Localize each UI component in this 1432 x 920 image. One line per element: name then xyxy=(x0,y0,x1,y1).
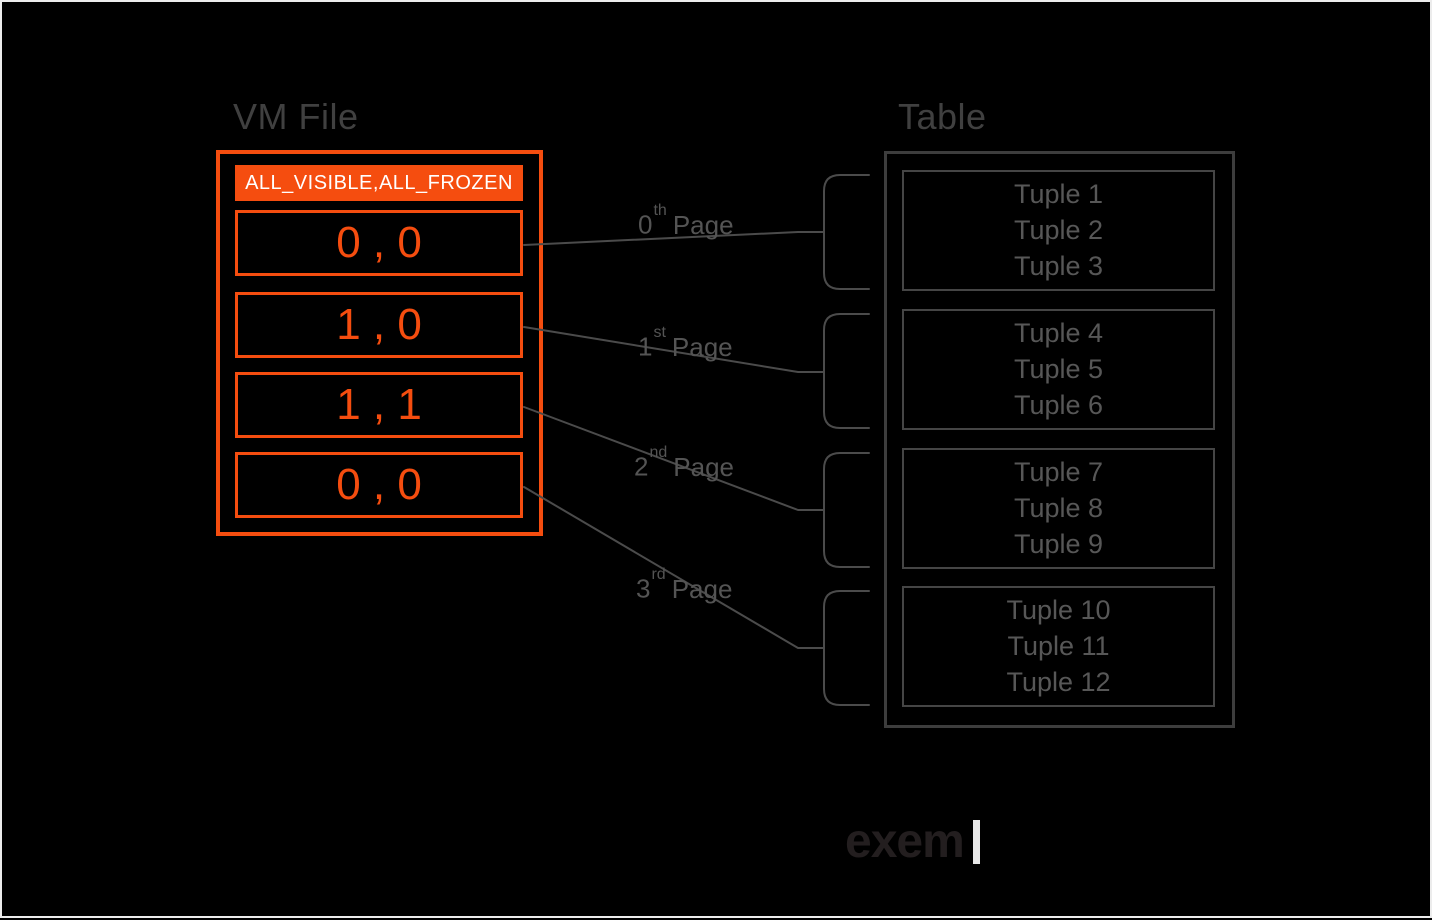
tuple-row: Tuple 5 xyxy=(1013,354,1104,384)
tuple-row: Tuple 6 xyxy=(1013,390,1104,420)
tuple-row: Tuple 7 xyxy=(1013,457,1104,487)
tuple-row: Tuple 4 xyxy=(1013,318,1104,348)
page-label-number: 0 xyxy=(638,209,653,240)
tuple-row: Tuple 10 xyxy=(1006,595,1111,625)
page-label-1: 1st Page xyxy=(638,324,733,362)
page-label-number: 3 xyxy=(636,573,651,604)
tuple-group-0: Tuple 1 Tuple 2 Tuple 3 xyxy=(902,170,1215,291)
page-label-ordinal: nd xyxy=(649,444,668,461)
tuple-row: Tuple 3 xyxy=(1013,251,1104,281)
vm-flags-header: ALL_VISIBLE,ALL_FROZEN xyxy=(235,165,523,201)
tuple-group-1: Tuple 4 Tuple 5 Tuple 6 xyxy=(902,309,1215,430)
exem-logo: exem xyxy=(845,818,980,866)
tuple-row: Tuple 1 xyxy=(1013,179,1104,209)
tuple-group-2: Tuple 7 Tuple 8 Tuple 9 xyxy=(902,448,1215,569)
tuple-row: Tuple 2 xyxy=(1013,215,1104,245)
bracket-2 xyxy=(823,452,870,568)
tuple-row: Tuple 9 xyxy=(1013,529,1104,559)
page-label-ordinal: rd xyxy=(651,566,666,583)
bracket-0 xyxy=(823,174,870,290)
page-label-number: 2 xyxy=(634,451,649,482)
page-label-0: 0th Page xyxy=(638,202,734,240)
vm-file-title: VM File xyxy=(233,96,359,137)
vm-file-box: ALL_VISIBLE,ALL_FROZEN 0 , 0 1 , 0 1 , 1… xyxy=(216,150,543,536)
page-label-word: Page xyxy=(671,573,733,604)
exem-logo-text: exem xyxy=(845,815,965,868)
bracket-3 xyxy=(823,590,870,706)
page-label-word: Page xyxy=(672,209,734,240)
bracket-1 xyxy=(823,313,870,429)
page-label-ordinal: th xyxy=(653,202,667,219)
table-box: Tuple 1 Tuple 2 Tuple 3 Tuple 4 Tuple 5 … xyxy=(884,151,1235,728)
page-label-word: Page xyxy=(671,331,733,362)
page-label-3: 3rd Page xyxy=(636,566,733,604)
logo-cursor-bar xyxy=(972,820,980,864)
tuple-row: Tuple 12 xyxy=(1006,667,1111,697)
tuple-row: Tuple 11 xyxy=(1007,631,1110,661)
vm-cell-page2: 1 , 1 xyxy=(235,372,523,438)
vm-cell-page1: 1 , 0 xyxy=(235,292,523,358)
page-label-2: 2nd Page xyxy=(634,444,734,482)
tuple-group-3: Tuple 10 Tuple 11 Tuple 12 xyxy=(902,586,1215,707)
vm-cell-page3: 0 , 0 xyxy=(235,452,523,518)
page-label-number: 1 xyxy=(638,331,653,362)
table-title: Table xyxy=(898,96,987,137)
connector-line-3 xyxy=(523,486,825,649)
tuple-row: Tuple 8 xyxy=(1013,493,1104,523)
page-label-word: Page xyxy=(673,451,734,482)
page-label-ordinal: st xyxy=(653,324,666,341)
vm-cell-page0: 0 , 0 xyxy=(235,210,523,276)
